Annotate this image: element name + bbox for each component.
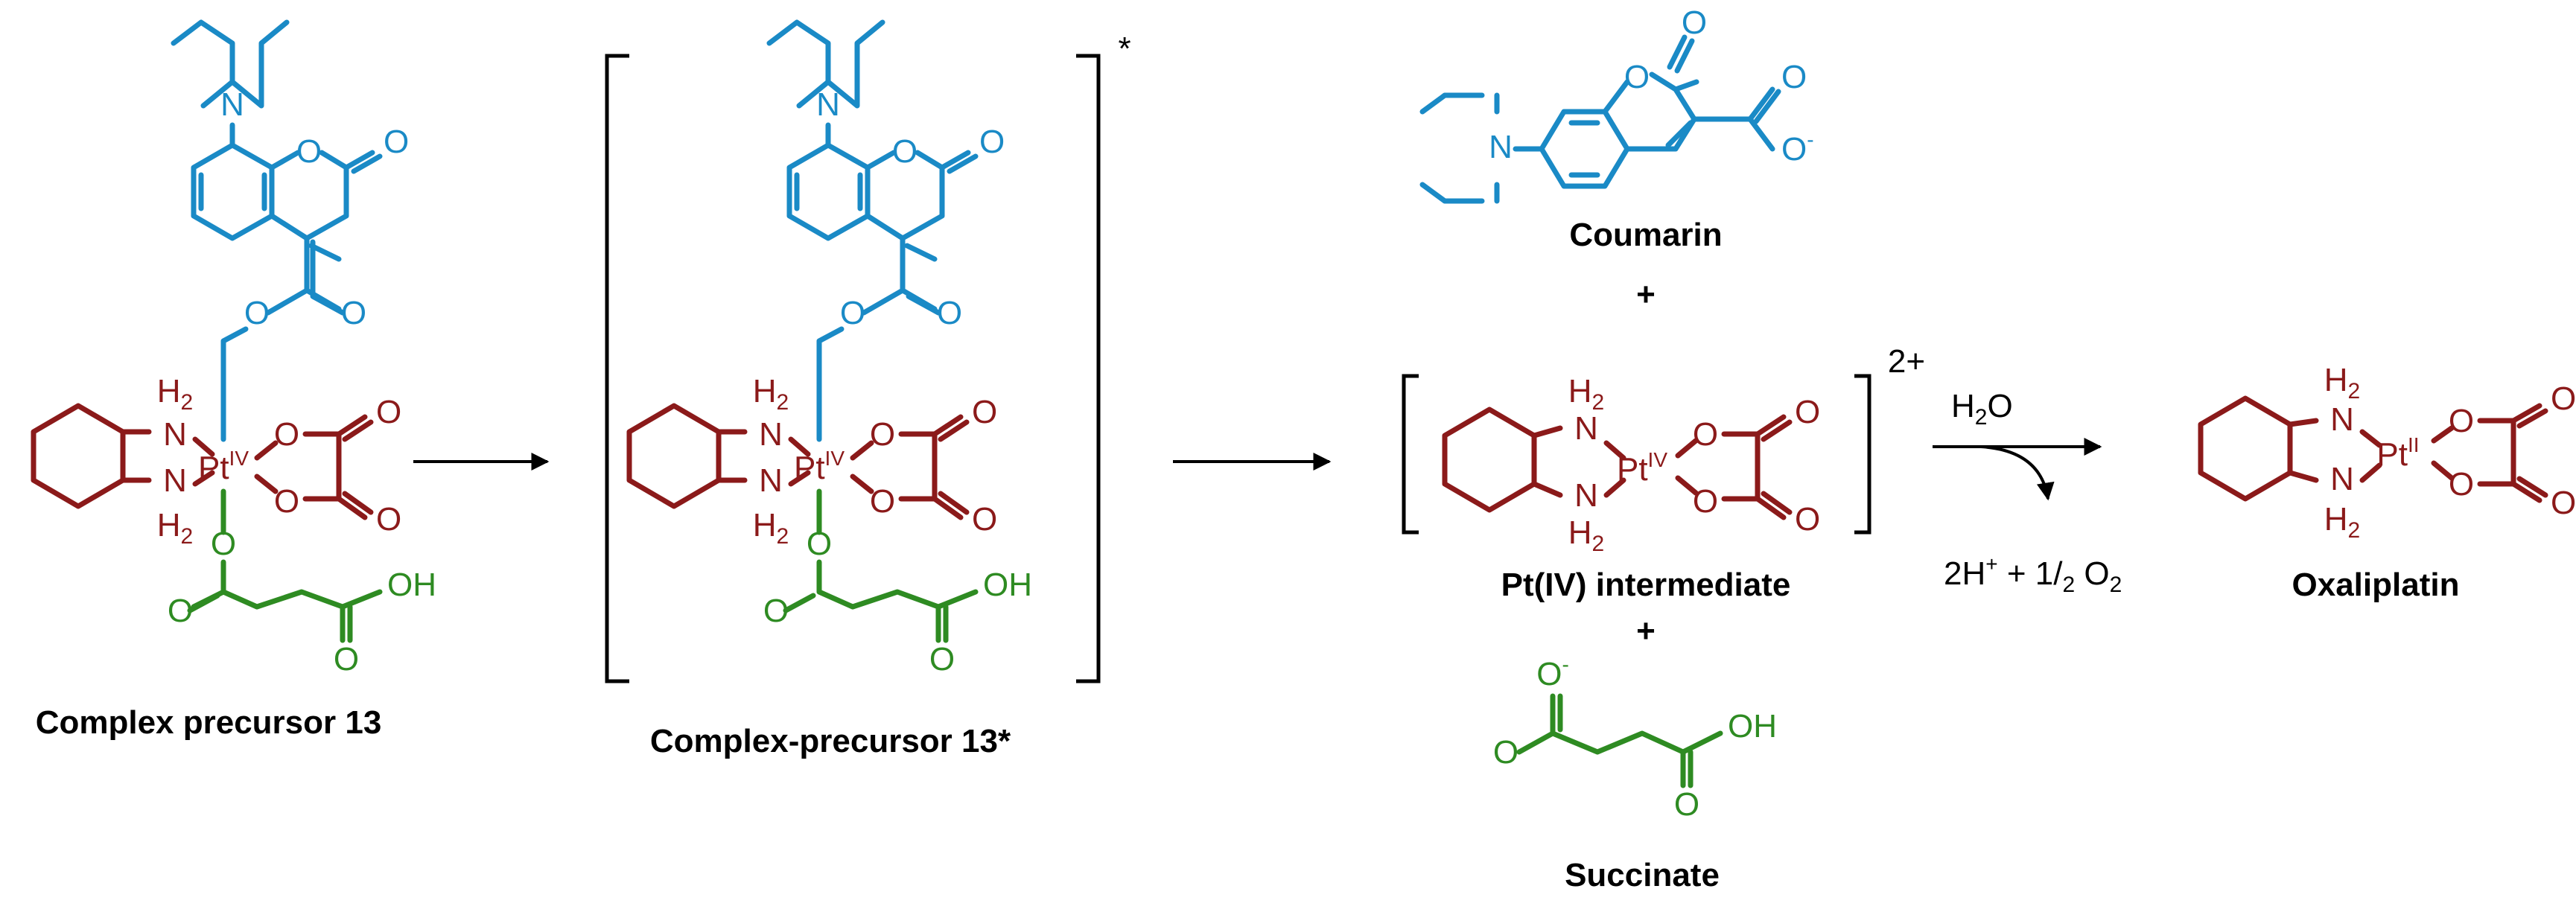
atom-n: N [2330,461,2354,497]
atom-o: O [334,641,359,678]
bracket-right [1854,374,1871,535]
atom-o: O [892,133,917,170]
atom-o: O [2551,380,2576,417]
atom-o: O [937,295,962,331]
hydrolysis-step: H2O 2H+ + 1/2 O2 [1933,388,2122,597]
atom-o: O [763,593,789,629]
atom-o: O [2449,466,2474,503]
atom-o: O [979,124,1005,160]
atom-n: N [2330,401,2354,438]
carboxylate-o: O- [1536,653,1569,692]
atom-n: N [759,462,783,499]
atom-pt: PtIV [1617,448,1667,488]
compound-coumarin: N O O O O- Coumarin + [1419,4,1814,313]
succinate-ligand: O O OH O [168,526,436,678]
atom-n: N [759,416,783,453]
atom-o: O [807,526,832,562]
atom-o: O [1624,59,1650,95]
coumarin-ligand: N O O O O [766,19,1005,360]
atom-o: O [972,501,997,538]
compound-precursor: N O O O O N H2 N H2 PtIV [31,19,436,741]
compound-label-intermediate: Pt(IV) intermediate [1501,567,1791,603]
amine-h2: H2 [2324,501,2360,543]
atom-n: N [816,86,840,123]
plus-sign: + [1636,276,1656,313]
atom-o: O [376,394,401,430]
atom-o: O [870,483,895,520]
atom-o: O [2551,485,2576,521]
atom-o: O [274,483,299,520]
compound-label-succinate: Succinate [1565,857,1720,893]
bracket-right [1076,54,1101,683]
plus-sign: + [1636,613,1656,649]
amine-h2: H2 [1568,373,1604,415]
amine-h2: H2 [1568,514,1604,556]
amine-h2: H2 [2324,362,2360,404]
pt-core: N H2 N H2 PtIV O O O O [31,354,401,549]
atom-oh: OH [387,567,436,603]
atom-n: N [1489,129,1513,165]
atom-o: O [1693,483,1718,520]
atom-o: O [1493,734,1518,771]
excited-mark: * [1118,31,1130,67]
atom-o: O [1795,501,1820,538]
intermediate-charge: 2+ [1888,343,1925,380]
compound-label-precursor: Complex precursor 13 [36,704,382,741]
amine-h2: H2 [157,373,193,415]
atom-o: O [1682,4,1707,41]
atom-o: O [1674,786,1699,823]
byproduct-arrow [1980,445,2055,501]
pt-core: N H2 N H2 PtIV O O O O [626,354,997,549]
atom-pt: PtIV [198,447,249,486]
compound-succinate: O- O OH O Succinate [1493,653,1777,893]
atom-o: O [972,394,997,430]
amine-h2: H2 [753,373,789,415]
compound-label-oxaliplatin: Oxaliplatin [2292,567,2460,603]
atom-o: O [384,124,409,160]
atom-o: O [341,295,366,331]
atom-o: O [1795,394,1820,430]
compound-oxaliplatin: N H2 N H2 PtII O O O O Oxaliplatin [2198,362,2576,603]
atom-n: N [163,462,187,499]
atom-o: O [840,295,865,331]
atom-pt: PtIV [794,447,845,486]
atom-o: O [274,416,299,453]
atom-n: N [1574,410,1598,447]
compound-label-excited: Complex-precursor 13* [650,723,1011,759]
atom-o: O [211,526,236,562]
atom-o: O [1781,59,1807,95]
coumarin-ligand: N O O O O [171,19,409,360]
bracket-left [605,54,629,683]
atom-o: O [870,416,895,453]
atom-o: O [168,593,193,629]
atom-n: N [220,86,244,123]
carboxylate-o: O- [1781,128,1814,168]
succinate-ligand: O O OH O [763,526,1032,678]
compound-intermediate: N H2 N H2 PtIV O O O O [1442,373,1820,556]
atom-n: N [163,416,187,453]
atom-o: O [2449,403,2474,439]
bracket-left [1402,374,1419,535]
atom-oh: OH [983,567,1032,603]
amine-h2: H2 [753,507,789,549]
byproducts: 2H+ + 1/2 O2 [1944,552,2122,597]
reagent-water: H2O [1951,388,2013,430]
compound-excited: N O O O O N H2 N H2 PtIV O O [626,19,1032,759]
atom-n: N [1574,477,1598,514]
atom-pt: PtII [2376,433,2419,473]
atom-o: O [244,295,270,331]
atom-oh: OH [1728,708,1777,745]
compound-label-coumarin: Coumarin [1569,217,1722,253]
amine-h2: H2 [157,507,193,549]
atom-o: O [376,501,401,538]
atom-o: O [1693,416,1718,453]
atom-o: O [296,133,322,170]
atom-o: O [929,641,955,678]
